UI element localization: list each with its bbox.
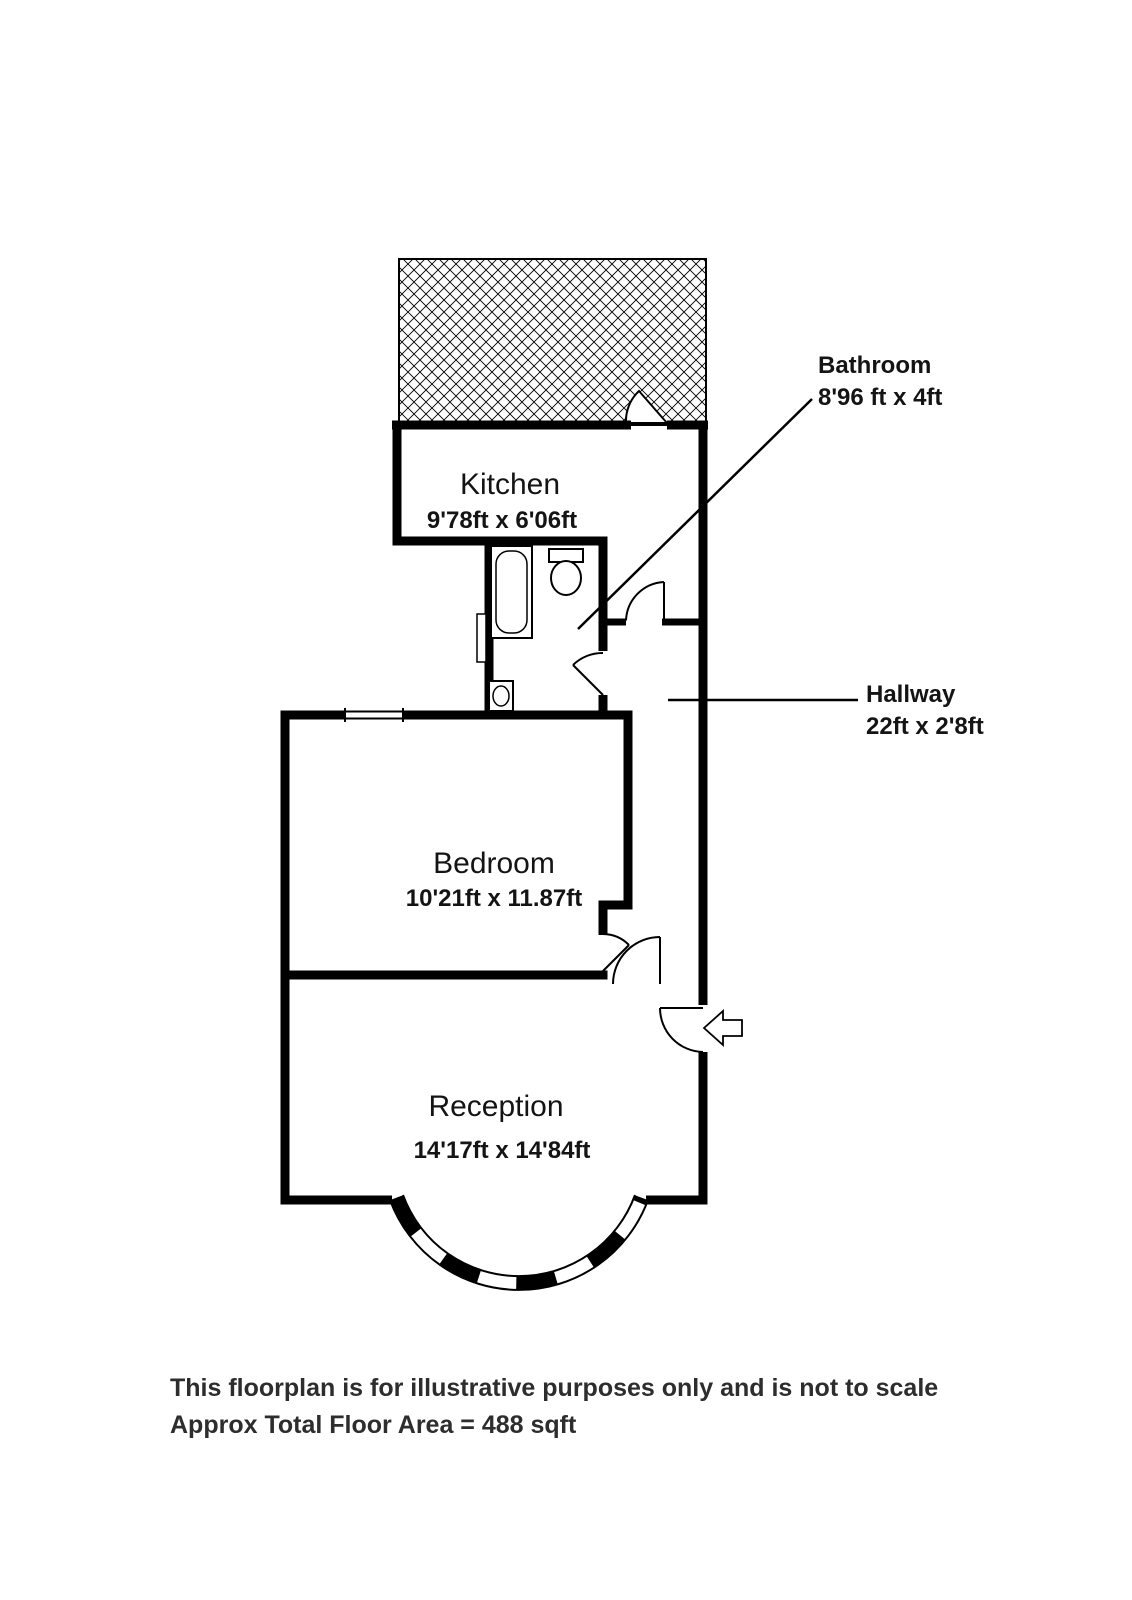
reception-dimensions: 14'17ft x 14'84ft <box>414 1137 591 1164</box>
bedroom-door <box>602 933 630 972</box>
bedroom-label: Bedroom <box>433 847 555 880</box>
bathroom-door <box>572 651 604 696</box>
bay-window <box>389 1194 649 1291</box>
walls <box>280 420 708 1205</box>
hallway-reception-door <box>612 936 661 985</box>
entry-arrow-icon <box>702 1008 743 1048</box>
radiator <box>476 613 487 663</box>
hallway-dimensions: 22ft x 2'8ft <box>866 713 984 740</box>
reception-label: Reception <box>428 1090 563 1123</box>
bathtub <box>490 545 533 639</box>
entry-door <box>659 1007 704 1053</box>
bedroom-window <box>344 708 404 722</box>
disclaimer-line-2: Approx Total Floor Area = 488 sqft <box>170 1411 577 1439</box>
bedroom-dimensions: 10'21ft x 11.87ft <box>406 885 582 912</box>
hatched-terrace <box>398 258 707 426</box>
hallway-label: Hallway <box>866 681 956 708</box>
disclaimer-line-1: This floorplan is for illustrative purpo… <box>170 1374 938 1402</box>
bathroom-label: Bathroom <box>818 352 931 379</box>
bathroom-fixtures <box>476 545 584 712</box>
kitchen-dimensions: 9'78ft x 6'06ft <box>427 507 577 534</box>
sink <box>488 680 514 712</box>
kitchen-label: Kitchen <box>460 468 560 501</box>
toilet <box>548 548 584 596</box>
bathroom-pointer-line <box>577 398 813 630</box>
hallway-top-door <box>625 581 665 621</box>
doors <box>572 581 743 1053</box>
bathroom-dimensions: 8'96 ft x 4ft <box>818 384 942 411</box>
